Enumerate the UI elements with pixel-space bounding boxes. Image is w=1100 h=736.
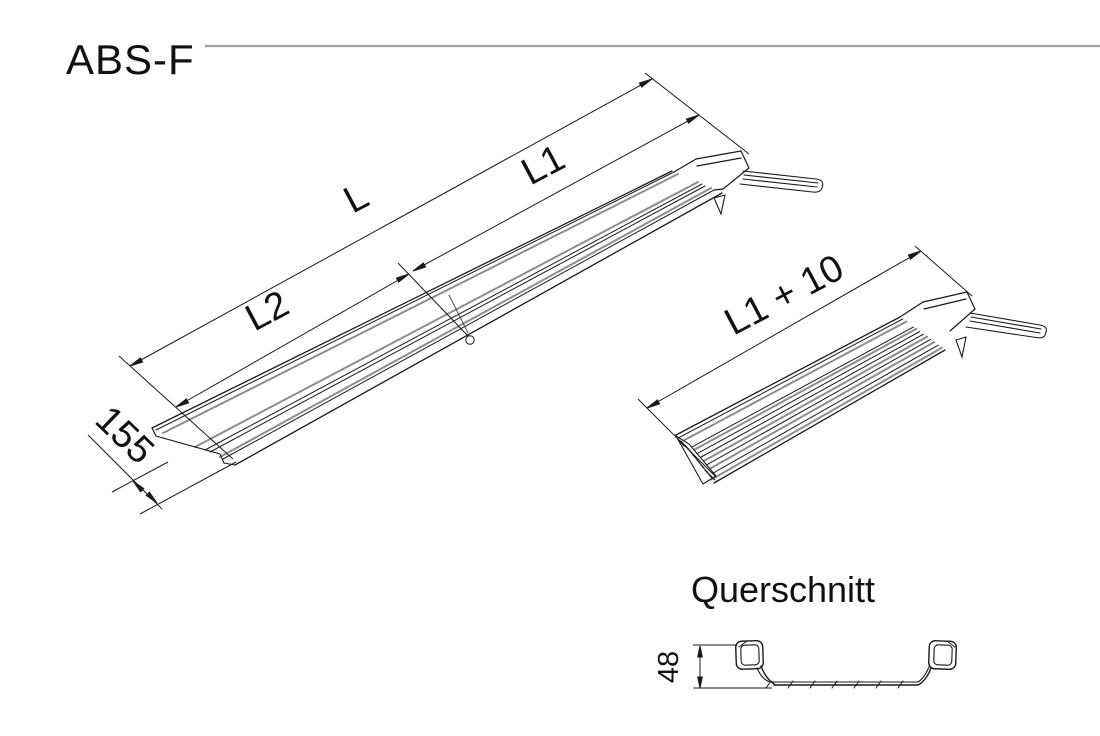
dim-L1 — [412, 114, 700, 272]
dim-arrow — [132, 480, 145, 493]
main-profile-spike — [713, 194, 726, 216]
main-profile-left-end — [151, 427, 236, 466]
dim-arrow — [175, 398, 190, 408]
dim-label-48: 48 — [653, 651, 685, 683]
cross-section-channel — [756, 665, 932, 689]
second-profile-tab — [965, 312, 1047, 339]
joint-seam-line — [448, 294, 469, 334]
extension-line-right — [644, 72, 750, 155]
dim-arrow — [907, 250, 922, 260]
dim-L — [129, 78, 653, 367]
dim-L1-plus-10 — [637, 245, 973, 478]
main-profile — [151, 150, 824, 466]
second-profile-hatch — [674, 434, 717, 485]
dim-arrow — [697, 645, 703, 658]
dim-arrow — [697, 676, 703, 689]
main-profile-tab — [739, 170, 824, 193]
main-profile-dimensions — [87, 72, 750, 515]
extension-line-right — [914, 245, 973, 297]
second-profile — [674, 291, 1047, 485]
cross-section-heading: Querschnitt — [691, 569, 875, 610]
dim-arrow — [685, 114, 700, 124]
cross-section-right-hook — [928, 640, 957, 670]
dim-arrow — [412, 262, 427, 272]
dim-48 — [693, 644, 772, 689]
dim-arrow — [129, 357, 144, 367]
page-title: ABS-F — [66, 36, 195, 83]
dim-arrow — [145, 491, 158, 504]
dim-arrow — [638, 78, 653, 88]
second-profile-body — [675, 316, 946, 484]
joint-marker-circle — [465, 335, 475, 345]
second-profile-spike — [955, 336, 967, 360]
dim-155 — [87, 434, 237, 515]
underside-ticks — [765, 680, 904, 689]
cross-section-left-hook — [735, 640, 764, 670]
main-profile-body — [151, 170, 723, 466]
dim-arrow — [395, 273, 410, 283]
dim-arrow — [646, 399, 661, 409]
cross-section — [735, 640, 957, 689]
extension-line-left — [637, 398, 717, 478]
extension-line-middle — [397, 262, 469, 337]
extension-line-left — [118, 355, 234, 460]
dim-L2 — [175, 273, 410, 408]
